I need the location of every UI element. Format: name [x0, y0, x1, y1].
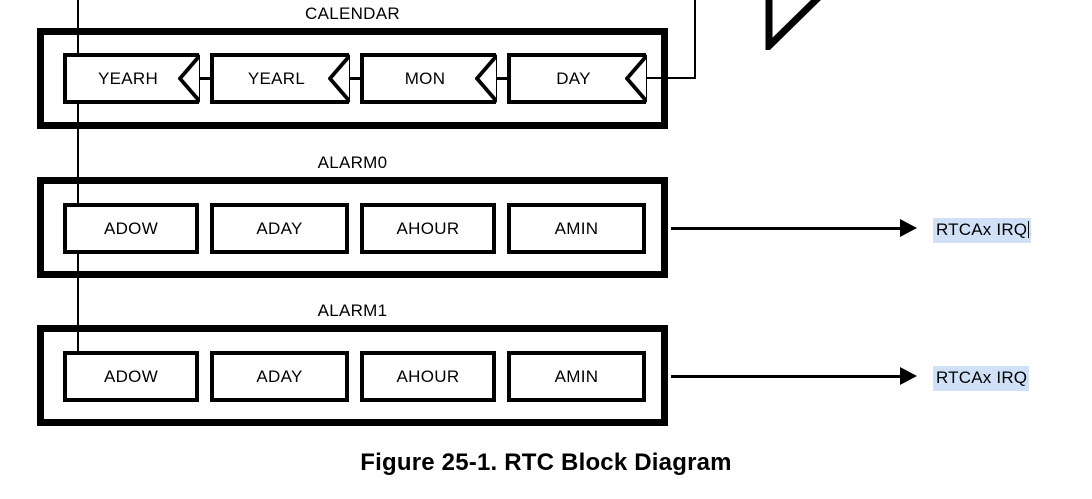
- alarm1-irq-label: RTCAx IRQ: [933, 366, 1030, 391]
- figure-caption: Figure 25-1. RTC Block Diagram: [360, 449, 732, 476]
- register-mon-label: MON: [404, 68, 446, 88]
- register-alarm0-amin[interactable]: AMIN: [507, 203, 646, 254]
- register-alarm1-adow-label: ADOW: [103, 366, 159, 386]
- register-yearh-label: YEARH: [97, 68, 159, 88]
- register-alarm1-amin-label: AMIN: [554, 366, 599, 386]
- alarm0-irq-wire: [671, 227, 903, 230]
- register-alarm0-amin-label: AMIN: [554, 218, 599, 238]
- register-yearh[interactable]: YEARH: [63, 53, 200, 104]
- register-yearl-label: YEARL: [247, 68, 306, 88]
- chevron-left-icon: [475, 54, 497, 103]
- register-day-label: DAY: [556, 68, 591, 88]
- clock-pointer-icon: [765, 0, 821, 50]
- register-day[interactable]: DAY: [507, 53, 647, 104]
- alarm1-group-box: [37, 325, 668, 426]
- alarm1-irq-text: RTCAx IRQ: [936, 368, 1028, 387]
- alarm1-group-title: ALARM1: [317, 301, 388, 320]
- calendar-group-title: CALENDAR: [305, 4, 400, 23]
- register-alarm1-aday-label: ADAY: [256, 366, 303, 386]
- register-alarm1-aday[interactable]: ADAY: [210, 351, 349, 402]
- register-mon[interactable]: MON: [360, 53, 497, 104]
- register-alarm0-ahour[interactable]: AHOUR: [360, 203, 496, 254]
- chevron-left-icon: [178, 54, 200, 103]
- register-alarm0-aday-label: ADAY: [256, 218, 303, 238]
- register-alarm1-ahour-label: AHOUR: [396, 366, 460, 386]
- alarm0-group-box: [37, 177, 668, 278]
- register-alarm0-aday[interactable]: ADAY: [210, 203, 349, 254]
- yearl-to-mon-wire: [349, 77, 360, 80]
- alarm0-irq-text: RTCAx IRQ: [936, 220, 1028, 239]
- chevron-left-icon: [625, 54, 647, 103]
- chevron-left-icon: [328, 54, 350, 103]
- calendar-group-box: [37, 28, 668, 129]
- mon-to-day-wire: [496, 77, 507, 80]
- register-alarm1-amin[interactable]: AMIN: [507, 351, 646, 402]
- yearh-to-yearl-wire: [199, 77, 210, 80]
- register-alarm0-adow[interactable]: ADOW: [63, 203, 199, 254]
- alarm0-group-title: ALARM0: [317, 153, 388, 172]
- alarm0-irq-arrowhead: [900, 219, 917, 237]
- alarm0-irq-label: RTCAx IRQ: [933, 218, 1032, 243]
- alarm1-irq-arrowhead: [900, 367, 917, 385]
- register-yearl[interactable]: YEARL: [210, 53, 350, 104]
- register-alarm0-adow-label: ADOW: [103, 218, 159, 238]
- calendar-carry-wire-horizontal: [645, 77, 696, 79]
- register-alarm1-adow[interactable]: ADOW: [63, 351, 199, 402]
- register-alarm0-ahour-label: AHOUR: [396, 218, 460, 238]
- calendar-carry-wire-vertical: [694, 0, 696, 79]
- alarm1-irq-wire: [671, 375, 903, 378]
- register-alarm1-ahour[interactable]: AHOUR: [360, 351, 496, 402]
- left-bus-wire: [77, 0, 79, 402]
- text-caret: [1028, 221, 1030, 238]
